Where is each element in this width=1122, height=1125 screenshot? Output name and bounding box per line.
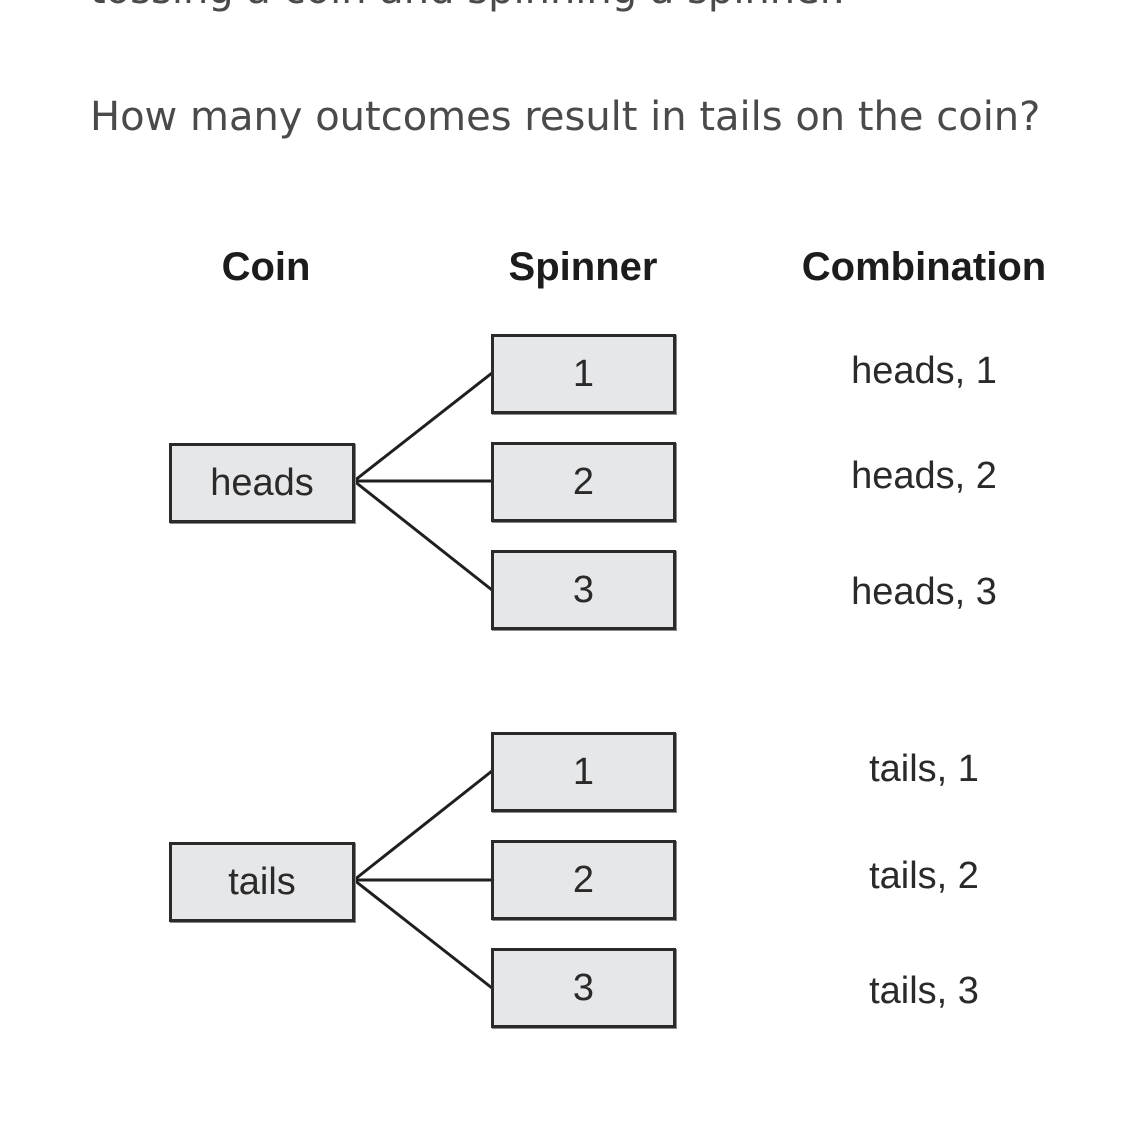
combination-tails-2: tails, 2 (869, 855, 979, 897)
combination-tails-3: tails, 3 (869, 970, 979, 1012)
intro-text-cut: tossing a coin and spinning a spinner. (90, 0, 845, 10)
combination-header: Combination (801, 245, 1047, 289)
branch-line-heads-1 (353, 371, 493, 483)
coin-box-tails: tails (169, 842, 355, 922)
spinner-box-heads-2: 2 (491, 442, 676, 522)
spinner-header: Spinner (508, 245, 658, 289)
combination-heads-2: heads, 2 (851, 455, 997, 497)
question-text: How many outcomes result in tails on the… (90, 94, 1041, 140)
spinner-box-tails-1: 1 (491, 732, 676, 812)
branch-line-heads-3 (353, 479, 493, 592)
coin-header: Coin (221, 245, 311, 289)
spinner-box-heads-3: 3 (491, 550, 676, 630)
spinner-box-heads-1: 1 (491, 334, 676, 414)
branch-line-tails-3 (353, 878, 493, 990)
combination-heads-3: heads, 3 (851, 571, 997, 613)
spinner-box-tails-3: 3 (491, 948, 676, 1028)
spinner-box-tails-2: 2 (491, 840, 676, 920)
coin-box-heads: heads (169, 443, 355, 523)
combination-heads-1: heads, 1 (851, 350, 997, 392)
combination-tails-1: tails, 1 (869, 748, 979, 790)
branch-line-tails-1 (353, 769, 493, 882)
